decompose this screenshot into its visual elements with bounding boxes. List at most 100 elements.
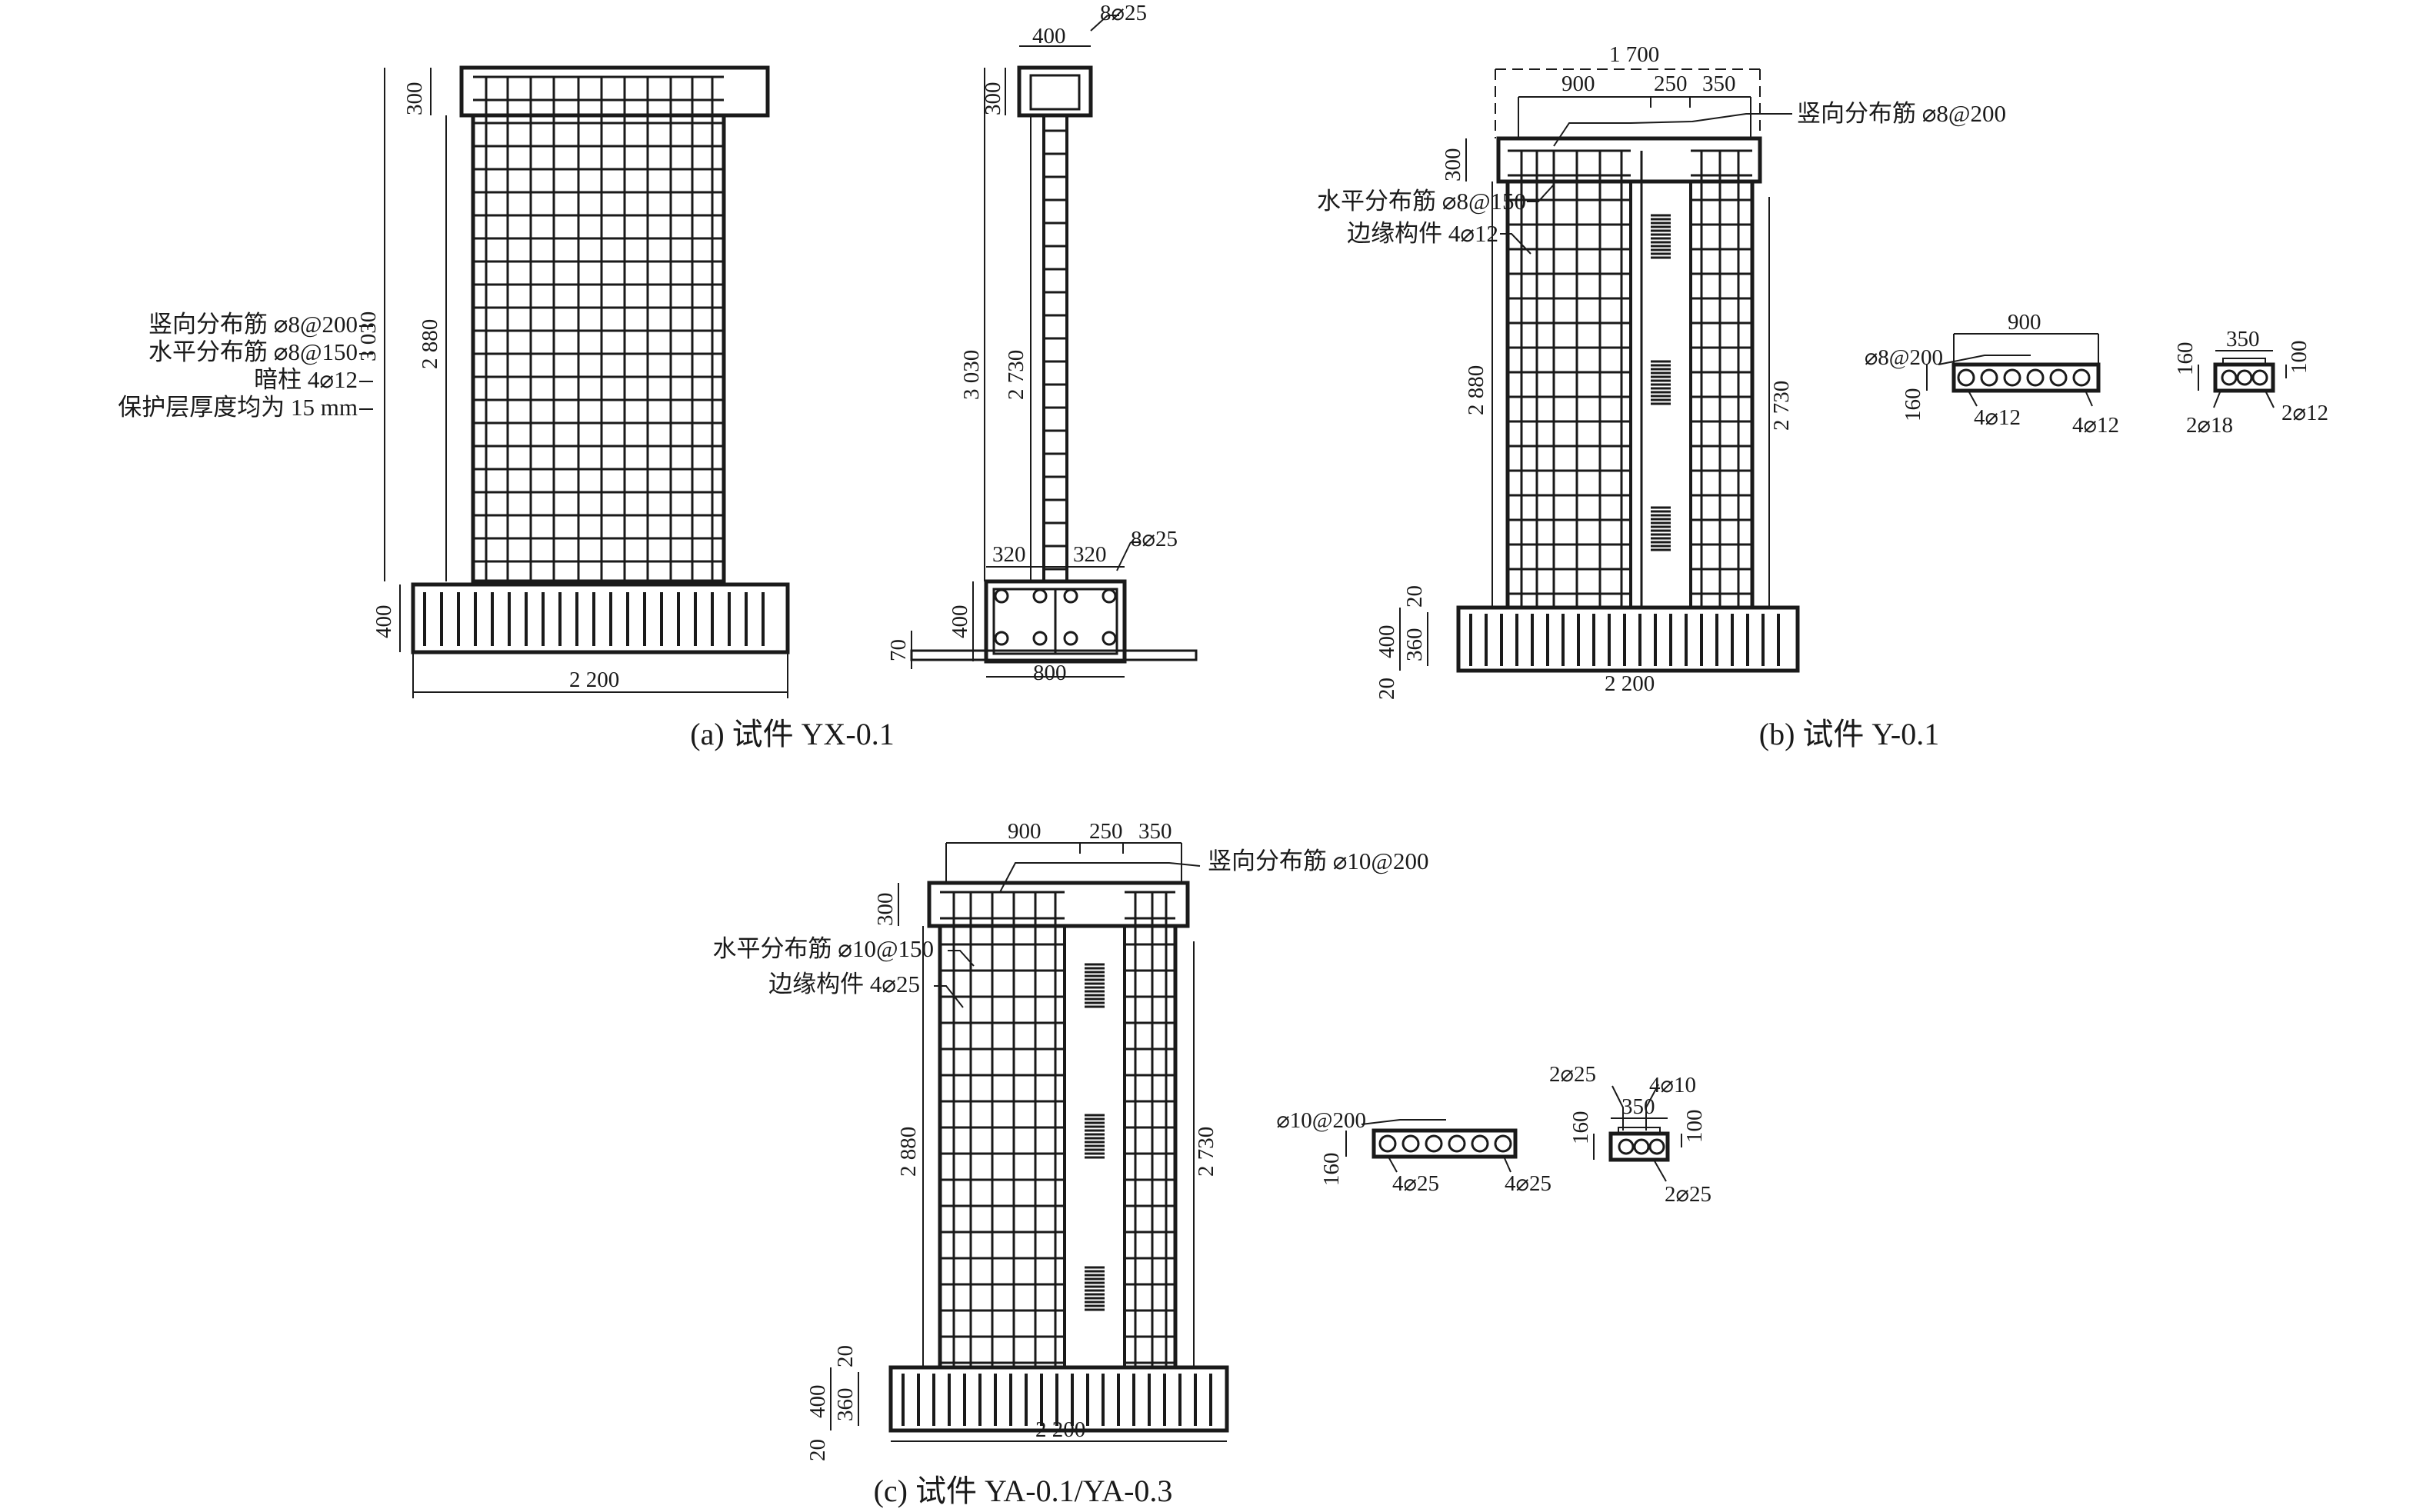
fig-c-sec1-stirrup: ⌀10@200 — [1276, 1108, 1366, 1133]
fig-a-dim-cap-height: 300 — [402, 82, 427, 116]
fig-c-dim-seg-3: 350 — [1138, 819, 1172, 844]
rebar-bar — [2236, 369, 2253, 386]
fig-b-dim-base-height: 400 — [1375, 625, 1399, 659]
fig-a-side-dim-total-height: 3 030 — [959, 350, 984, 400]
fig-c-dim-seg-1: 900 — [1008, 819, 1042, 844]
fig-c-dim-base-height: 400 — [805, 1385, 830, 1419]
fig-a-wall — [471, 113, 726, 584]
rebar-bar — [1618, 1138, 1635, 1155]
fig-b-dim-wall-height: 2 880 — [1464, 365, 1488, 415]
fig-a-side-top-rebar: 8⌀25 — [1100, 1, 1147, 25]
fig-a-side-dim-wall-height: 2 730 — [1004, 350, 1028, 400]
fig-a-note-hidden-column: 暗柱 4⌀12 — [254, 366, 358, 393]
fig-b-label-vertical: 竖向分布筋 ⌀8@200 — [1797, 100, 2006, 127]
fig-a-note-cover: 保护层厚度均为 15 mm — [118, 394, 358, 421]
rebar-bar — [1494, 1134, 1512, 1153]
rebar-bar — [2026, 368, 2045, 387]
fig-b-sec1-stirrup: ⌀8@200 — [1865, 345, 1943, 370]
fig-b-dim-base-mid: 360 — [1402, 628, 1427, 662]
rebar-bar — [994, 588, 1009, 604]
fig-a-note-vertical-bars: 竖向分布筋 ⌀8@200 — [148, 311, 358, 338]
rebar-bar — [2251, 369, 2268, 386]
fig-b-dim-base-bottom: 20 — [1375, 678, 1399, 700]
rebar-bar — [1633, 1138, 1650, 1155]
fig-c-sec2-dim-end: 100 — [1682, 1110, 1707, 1144]
fig-a-dim-wall-height: 2 880 — [418, 319, 442, 369]
fig-b-sec2-dim-end: 100 — [2287, 341, 2311, 375]
fig-a-caption: (a) 试件 YX-0.1 — [690, 717, 895, 751]
rebar-bar — [1102, 631, 1117, 646]
fig-b-section-1: 900 ⌀8@200 160 4⌀12 4⌀12 — [1865, 310, 2119, 438]
fig-b-front-view: 1 700 900 250 350 竖向分布筋 ⌀8@200 水平分布筋 ⌀8@… — [1317, 42, 2006, 700]
rebar-bar — [2221, 369, 2238, 386]
fig-b-sec2-bars-bottom-left: 2⌀18 — [2186, 413, 2233, 438]
fig-b-dim-cap-height: 300 — [1441, 148, 1465, 182]
fig-c-dim-wall-height: 2 880 — [896, 1127, 921, 1177]
fig-a-dim-base-height: 400 — [372, 605, 396, 639]
fig-a-side-dim-cap-width: 400 — [1032, 24, 1066, 48]
fig-c-base-beam — [888, 1365, 1229, 1433]
rebar-bar — [2072, 368, 2091, 387]
fig-c-caption: (c) 试件 YA-0.1/YA-0.3 — [874, 1474, 1173, 1508]
fig-b-dim-seg-2: 250 — [1654, 72, 1688, 96]
fig-c-label-horizontal: 水平分布筋 ⌀10@150 — [713, 935, 934, 962]
fig-a-side-dim-base-right: 320 — [1073, 542, 1107, 567]
fig-b-sec2-dim-length: 350 — [2226, 327, 2260, 351]
fig-c-dim-base-width: 2 200 — [1035, 1417, 1085, 1442]
fig-a-side-base-rebar: 8⌀25 — [1131, 527, 1178, 551]
rebar-bar — [994, 631, 1009, 646]
fig-a-side-base — [984, 579, 1127, 664]
fig-c-dim-base-bottom: 20 — [805, 1439, 830, 1461]
fig-a-side-dim-slab: 70 — [886, 639, 911, 661]
fig-b-dim-seg-1: 900 — [1561, 72, 1595, 96]
fig-c-sec2-bars-top-right: 4⌀10 — [1649, 1073, 1696, 1097]
fig-c-section-2: 2⌀25 4⌀10 350 160 100 2⌀25 — [1549, 1062, 1711, 1207]
fig-b-sec2-bars-bottom-right: 2⌀12 — [2281, 401, 2328, 425]
fig-c-sec2-bars-bottom: 2⌀25 — [1665, 1182, 1711, 1207]
fig-c-dim-seg-2: 250 — [1089, 819, 1123, 844]
fig-c-dim-inner-height: 2 730 — [1194, 1127, 1218, 1177]
fig-c-sec2-dim-length: 350 — [1621, 1094, 1655, 1119]
fig-a-side-dim-base-height: 400 — [948, 605, 972, 639]
fig-a-side-dim-base-width: 800 — [1033, 661, 1067, 685]
fig-c-label-boundary: 边缘构件 4⌀25 — [768, 971, 920, 997]
rebar-bar — [1401, 1134, 1420, 1153]
fig-c-dim-cap-height: 300 — [873, 893, 898, 927]
fig-c-wall — [938, 924, 1178, 1370]
fig-c-sec1-bars-right: 4⌀25 — [1505, 1171, 1551, 1196]
fig-c-dim-base-mid: 360 — [833, 1388, 858, 1422]
rebar-bar — [1032, 588, 1048, 604]
rebar-bar — [1102, 588, 1117, 604]
fig-a-note-horizontal-bars: 水平分布筋 ⌀8@150 — [148, 338, 358, 365]
rebar-bar — [1063, 631, 1078, 646]
rebar-bar — [1648, 1138, 1665, 1155]
fig-b-caption: (b) 试件 Y-0.1 — [1759, 717, 1939, 751]
fig-b-sec1-dim-length: 900 — [2008, 310, 2041, 335]
fig-b-dim-overall: 1 700 — [1609, 42, 1659, 67]
fig-c-front-view: 900 250 350 竖向分布筋 ⌀10@200 水平分布筋 ⌀10@150 … — [713, 819, 1429, 1461]
fig-c-section-1: ⌀10@200 160 4⌀25 4⌀25 — [1276, 1108, 1551, 1196]
rebar-bar — [2049, 368, 2068, 387]
fig-b-dim-inner-height: 2 730 — [1769, 381, 1794, 431]
fig-c-label-vertical: 竖向分布筋 ⌀10@200 — [1208, 848, 1428, 874]
fig-b-dim-base-width: 2 200 — [1605, 671, 1655, 696]
fig-a-side-wall — [1042, 114, 1068, 583]
fig-c-sec1-bars-left: 4⌀25 — [1392, 1171, 1439, 1196]
fig-a-front-view: 300 3 030 2 880 400 2 200 竖向分布筋 ⌀8@200 水… — [118, 65, 790, 698]
fig-a-side-view: 400 8⌀25 300 3 030 2 730 320 320 8⌀25 40… — [886, 1, 1198, 685]
rebar-bar — [1378, 1134, 1397, 1153]
fig-b-sec1-dim-thickness: 160 — [1901, 388, 1925, 422]
fig-c-loading-cap — [927, 881, 1190, 928]
fig-a-side-dim-cap-height: 300 — [981, 82, 1005, 116]
fig-c-sec1-dim-thickness: 160 — [1319, 1153, 1344, 1187]
fig-b-section-2: 350 160 100 2⌀18 2⌀12 — [2173, 327, 2328, 438]
fig-b-dim-seg-3: 350 — [1702, 72, 1736, 96]
fig-b-sec1-bars-left: 4⌀12 — [1974, 405, 2021, 430]
fig-c-dim-base-top: 20 — [833, 1345, 858, 1367]
fig-b-sec2-dim-thickness: 160 — [2173, 342, 2198, 376]
rebar-bar — [1980, 368, 1998, 387]
rebar-bar — [1032, 631, 1048, 646]
fig-c-sec2-dim-thickness: 160 — [1568, 1111, 1593, 1145]
rebar-bar — [1448, 1134, 1466, 1153]
